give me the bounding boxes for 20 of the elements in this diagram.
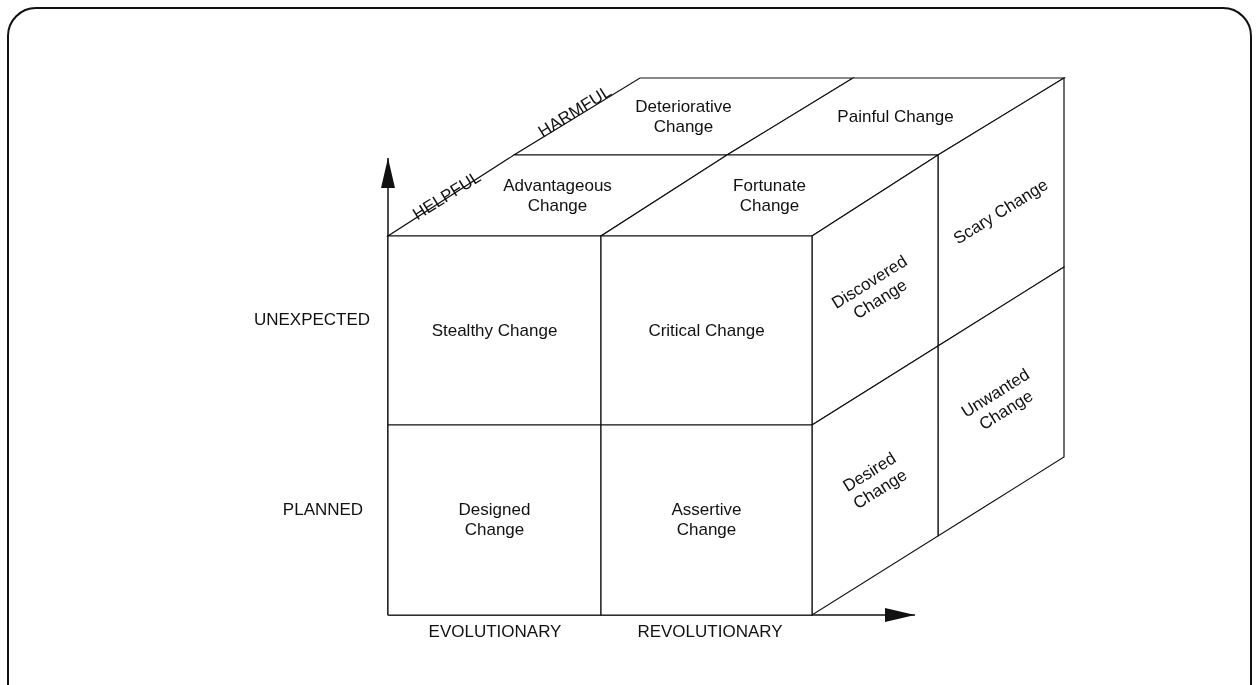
- axis-label: PLANNED: [282, 500, 364, 520]
- cube-face: [601, 236, 812, 425]
- face-label: Stealthy Change: [430, 320, 559, 341]
- cube-face: [388, 425, 601, 615]
- axis-label: REVOLUTIONARY: [637, 622, 783, 642]
- cube-face: [601, 425, 812, 615]
- cube-face: [388, 236, 601, 425]
- face-label: Fortunate Change: [732, 175, 807, 216]
- cube-face: [812, 155, 938, 425]
- face-label: Assertive Change: [670, 500, 743, 540]
- face-label: Designed Change: [457, 500, 532, 540]
- face-label: Advantageous Change: [502, 175, 613, 216]
- face-label: Deteriorative Change: [634, 96, 733, 137]
- face-label: Critical Change: [647, 320, 766, 341]
- cube-face: [938, 267, 1064, 536]
- axis-label: UNEXPECTED: [253, 310, 371, 330]
- cube-face: [812, 346, 938, 615]
- face-label: Painful Change: [836, 106, 955, 127]
- axis-label: EVOLUTIONARY: [428, 622, 562, 642]
- cube-face: [388, 155, 727, 236]
